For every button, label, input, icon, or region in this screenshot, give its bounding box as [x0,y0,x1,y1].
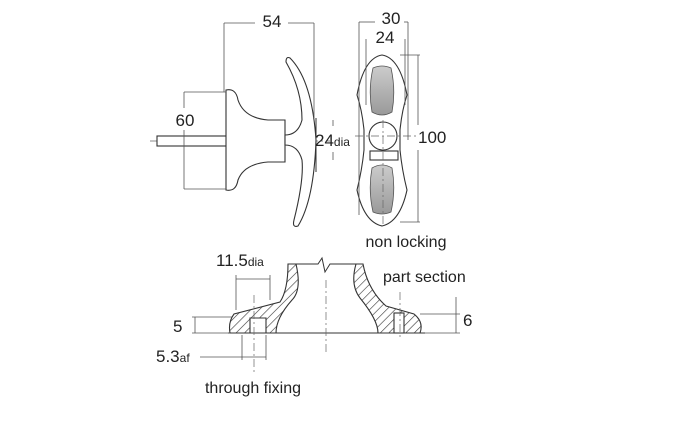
section-view: 11.5dia 5 6 part section 5.3af through f… [156,251,472,397]
front-view: 30 24 100 non locking [355,9,446,251]
label-through-fixing: through fixing [205,380,301,397]
t-bar [284,56,317,227]
side-view: 54 60 24dia [150,12,350,227]
slot [369,150,399,161]
dim-width-outer: 30 [382,9,401,28]
label-non-locking: non locking [366,234,447,251]
dim-height: 100 [418,128,446,147]
flange [225,89,286,191]
label-part-section: part section [383,269,466,286]
dim-width-inner: 24 [376,28,395,47]
fixing-insert [393,312,405,334]
dim-base-right: 6 [463,311,472,330]
dim-hole-dia: 11.5dia [216,251,264,270]
lower-grip [369,164,395,215]
dim-base-left: 5 [173,317,182,336]
spindle [156,135,228,147]
dim-across-flats: 5.3af [156,347,190,366]
dim-length: 54 [263,12,282,31]
dim-hub-dia: 24dia [315,131,350,150]
upper-grip [369,65,395,116]
dim-flange-height: 60 [176,111,195,130]
left-section [228,263,299,334]
